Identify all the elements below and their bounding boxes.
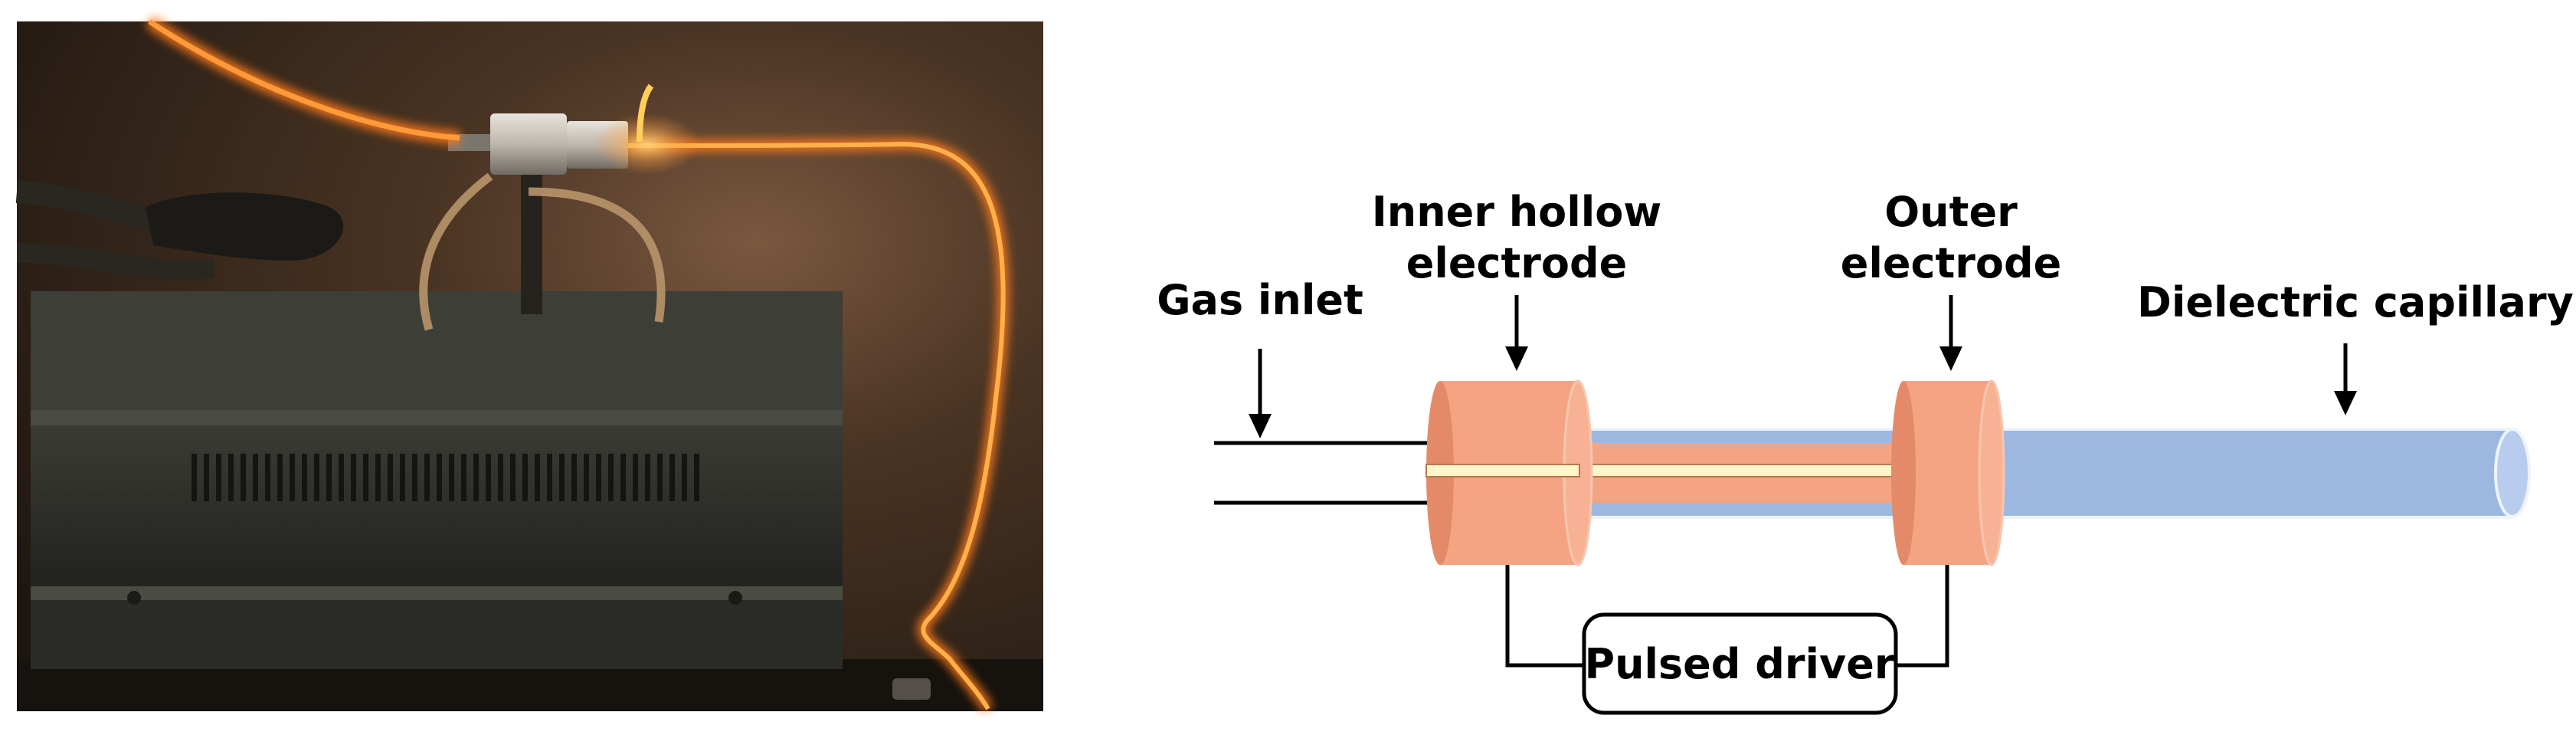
pulsed-driver-box — [1582, 612, 1898, 715]
schematic-diagram: Pulsed driver Gas inlet Inner hollow ele… — [1157, 188, 2574, 715]
electrode-housing-left — [490, 113, 567, 175]
vent-slot — [326, 454, 332, 501]
vent-slot — [682, 454, 687, 501]
vent-slot — [486, 454, 491, 501]
vent-slots — [191, 454, 699, 501]
photo-cable — [16, 243, 216, 280]
vent-slot — [571, 454, 577, 501]
vent-slot — [535, 454, 540, 501]
vent-slot — [216, 454, 221, 501]
vent-slot — [608, 454, 614, 501]
pulsed-driver-label: Pulsed driver — [1585, 640, 1895, 688]
vent-slot — [584, 454, 589, 501]
vent-slot — [241, 454, 246, 501]
gas-inlet-label: Gas inlet — [1157, 276, 1363, 324]
vent-slot — [645, 454, 650, 501]
plasma-jet-photo — [15, 15, 1043, 713]
glow-wire — [637, 84, 654, 143]
vent-slot — [559, 454, 565, 501]
vent-slot — [253, 454, 258, 501]
vent-slot — [596, 454, 601, 501]
outer-electrode-arrow — [1939, 295, 1962, 371]
vent-slot — [375, 454, 381, 501]
gas-tube — [419, 172, 493, 331]
vent-slot — [191, 454, 197, 501]
vent-slot — [510, 454, 516, 501]
vent-slot — [228, 454, 234, 501]
power-supply-box — [31, 291, 843, 669]
vent-slot — [290, 454, 295, 501]
glow-capillary-left-core — [148, 19, 460, 141]
small-object — [892, 678, 931, 700]
vent-slot — [351, 454, 356, 501]
vent-slot — [657, 454, 663, 501]
glow-capillary-right-core — [627, 141, 1006, 710]
jet-stand — [521, 172, 542, 314]
outer-electrode-label-line2: electrode — [1841, 239, 2062, 287]
inner-electrode-arrow — [1505, 295, 1528, 371]
vent-slot — [633, 454, 638, 501]
vent-slot — [277, 454, 283, 501]
outer-electrode-label-line1: Outer — [1884, 188, 2018, 236]
vent-slot — [473, 454, 479, 501]
gas-tube — [528, 187, 666, 323]
vent-slot — [669, 454, 675, 501]
vent-slot — [694, 454, 699, 501]
vent-slot — [449, 454, 454, 501]
vent-slot — [204, 454, 209, 501]
capillary-arrow — [2334, 343, 2357, 415]
vent-slot — [302, 454, 307, 501]
outer-electrode — [1891, 379, 2005, 566]
vent-slot — [424, 454, 430, 501]
vent-slot — [314, 454, 319, 501]
capillary-label: Dielectric capillary — [2137, 278, 2574, 326]
gas-inlet-arrow — [1249, 349, 1272, 438]
vent-slot — [437, 454, 442, 501]
vent-slot — [339, 454, 344, 501]
vent-slot — [412, 454, 417, 501]
inner-electrode-label-line1: Inner hollow — [1372, 188, 1662, 236]
vent-slot — [388, 454, 393, 501]
photo-cable-dark — [146, 192, 344, 261]
plasma-glow-spot — [594, 113, 701, 175]
vent-slot — [461, 454, 466, 501]
vent-slot — [265, 454, 270, 501]
vent-slot — [363, 454, 368, 501]
vent-slot — [522, 454, 528, 501]
vent-slot — [620, 454, 626, 501]
inner-hollow-electrode — [1425, 379, 1593, 566]
driver-wire-right — [1896, 565, 1949, 668]
inner-electrode-label-line2: electrode — [1406, 239, 1628, 287]
vent-slot — [498, 454, 503, 501]
vent-slot — [547, 454, 552, 501]
vent-slot — [400, 454, 405, 501]
driver-wire-left — [1505, 565, 1584, 668]
